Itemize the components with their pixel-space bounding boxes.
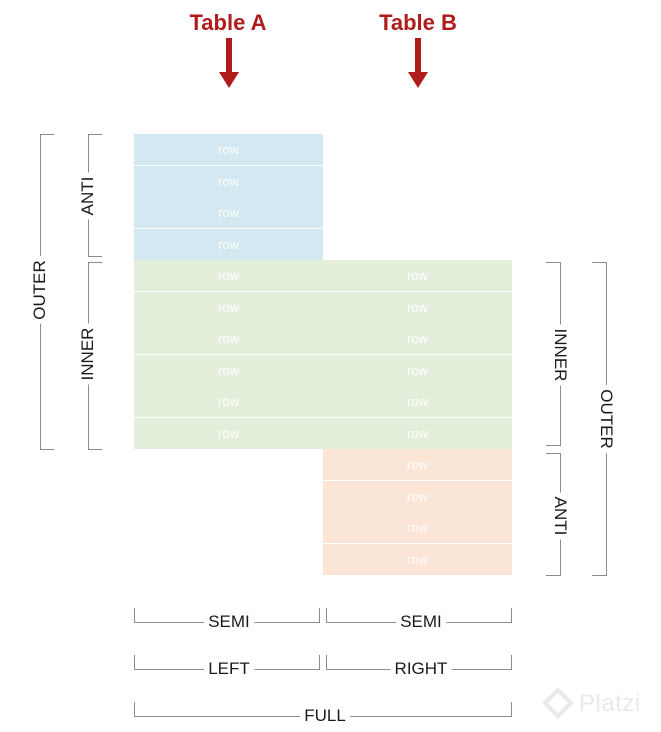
table-a-only-row: row bbox=[134, 197, 323, 229]
table-a-matched-row: row bbox=[134, 323, 323, 355]
platzi-watermark: Platzi bbox=[543, 688, 641, 720]
platzi-watermark-text: Platzi bbox=[579, 690, 641, 717]
left-outer-label: OUTER bbox=[30, 256, 50, 324]
table-b-only-row: row bbox=[323, 512, 512, 544]
table-a-arrow-icon bbox=[219, 38, 239, 88]
left-join-label: LEFT bbox=[204, 659, 254, 679]
table-b-matched-row: row bbox=[323, 386, 512, 418]
table-a-matched-row: row bbox=[134, 355, 323, 387]
right-inner-label: INNER bbox=[550, 324, 570, 386]
platzi-logo-icon bbox=[543, 688, 573, 719]
table-a-matched-row: row bbox=[134, 386, 323, 418]
table-a-matched-row: row bbox=[134, 418, 323, 450]
table-b-title: Table B bbox=[379, 10, 457, 35]
table-b-matched-row: row bbox=[323, 292, 512, 324]
semi-left-label: SEMI bbox=[204, 612, 254, 632]
table-a-matched-row: row bbox=[134, 292, 323, 324]
right-outer-label: OUTER bbox=[596, 385, 616, 453]
full-join-label: FULL bbox=[300, 706, 350, 726]
table-a-only-row: row bbox=[134, 134, 323, 166]
table-a-only-row: row bbox=[134, 229, 323, 261]
left-anti-label: ANTI bbox=[78, 172, 98, 220]
table-b-matched-row: row bbox=[323, 418, 512, 450]
table-b-arrow-icon bbox=[408, 38, 428, 88]
table-b-matched-row: row bbox=[323, 260, 512, 292]
table-b-matched-row: row bbox=[323, 323, 512, 355]
table-b-only-row: row bbox=[323, 449, 512, 481]
right-anti-label: ANTI bbox=[550, 492, 570, 540]
left-inner-label: INNER bbox=[78, 323, 98, 385]
table-b-matched-row: row bbox=[323, 355, 512, 387]
right-join-label: RIGHT bbox=[390, 659, 452, 679]
table-b-only-row: row bbox=[323, 481, 512, 513]
table-a-only-row: row bbox=[134, 166, 323, 198]
table-a-title: Table A bbox=[189, 10, 267, 35]
table-a-matched-row: row bbox=[134, 260, 323, 292]
semi-right-label: SEMI bbox=[396, 612, 446, 632]
table-b-only-row: row bbox=[323, 544, 512, 576]
